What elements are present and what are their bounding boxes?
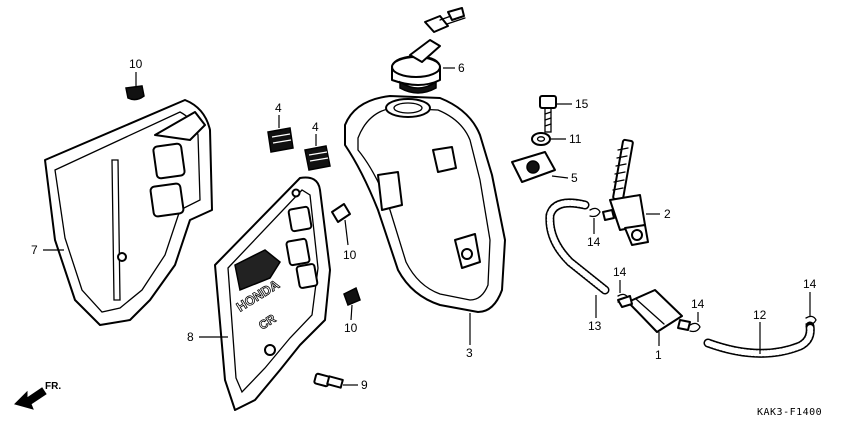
fuel-filter-1 [617, 289, 691, 333]
front-arrow-icon [14, 387, 47, 410]
callout-7: 7 [31, 243, 38, 257]
clip-14-c [689, 322, 701, 333]
callout-12: 12 [753, 308, 767, 322]
clip-14-a [589, 207, 601, 218]
callout-4-right: 4 [312, 120, 319, 134]
fuel-cap-with-key [391, 7, 466, 94]
callout-14-a: 14 [587, 235, 601, 249]
fuel-hose-13 [545, 198, 610, 295]
leader-lines [43, 67, 811, 386]
callout-10-top: 10 [129, 57, 143, 71]
fuel-hose-12 [703, 321, 815, 358]
callout-15: 15 [575, 97, 589, 111]
bolt-15 [539, 95, 557, 133]
callout-1: 1 [655, 348, 662, 362]
shroud-left: HONDA CR [214, 176, 331, 411]
front-label: FR. [45, 381, 61, 392]
callout-11: 11 [569, 132, 582, 146]
tank-bracket-5 [511, 151, 556, 183]
damper-4-right [304, 145, 331, 171]
callout-9: 9 [361, 378, 368, 392]
callout-3: 3 [466, 346, 473, 360]
callout-14-d: 14 [803, 277, 817, 291]
washer-11 [531, 132, 551, 146]
front-direction-marker: FR. [14, 381, 61, 410]
diagram-code: KAK3-F1400 [757, 407, 822, 418]
grommet-10-top [125, 85, 145, 101]
grommet-10-mid [331, 203, 351, 223]
grommet-10-low [343, 286, 361, 306]
callout-10-mid: 10 [343, 248, 357, 262]
callout-10-low: 10 [344, 321, 358, 335]
callout-4-left: 4 [275, 101, 282, 115]
fuel-tank [344, 95, 506, 313]
fuel-valve-2 [602, 138, 649, 246]
callout-13: 13 [588, 319, 602, 333]
callout-8: 8 [187, 330, 194, 344]
bolt-9 [313, 372, 344, 389]
side-cover-right [44, 99, 213, 326]
callout-2: 2 [664, 207, 671, 221]
callout-5: 5 [571, 171, 578, 185]
damper-4-left [267, 127, 294, 153]
callout-numbers: 10 4 4 6 15 11 5 2 14 14 14 14 12 13 1 3… [31, 57, 817, 392]
callout-14-c: 14 [691, 297, 705, 311]
callout-6: 6 [458, 61, 465, 75]
callout-14-b: 14 [613, 265, 627, 279]
